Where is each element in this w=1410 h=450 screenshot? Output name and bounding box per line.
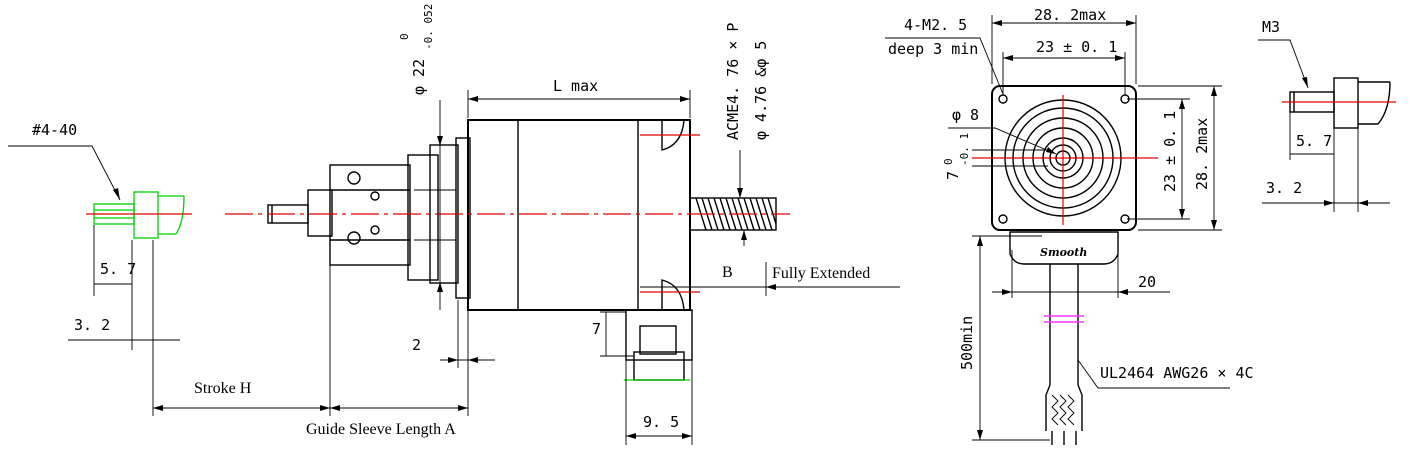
phi22-tol-lower: -0. 052 [422, 4, 435, 50]
m25-label: 4-M2. 5 [904, 16, 967, 34]
phi22-tol-upper: 0 [398, 33, 411, 40]
brand-label: Smooth [1040, 246, 1087, 259]
left-screw-detail [86, 191, 192, 239]
fully-extended-label: Fully Extended [772, 265, 870, 282]
dim-7-front: 7 [944, 171, 962, 180]
dim-5-7-left: 5. 7 [100, 260, 136, 278]
cable-label: UL2464 AWG26 × 4C [1100, 364, 1254, 382]
motor-front-view: Smooth [972, 85, 1158, 445]
dim-9-5-label: 9. 5 [643, 413, 679, 431]
height-23-label: 23 ± 0. 1 [1161, 111, 1179, 192]
actuator-side-view [225, 119, 790, 381]
phi476-label: φ 4.76 &φ 5 [752, 41, 770, 140]
m3-label: M3 [1262, 18, 1280, 36]
width-282-label: 28. 2max [1034, 6, 1106, 24]
guide-sleeve-label: Guide Sleeve Length A [306, 421, 456, 438]
right-screw-detail [1282, 77, 1396, 129]
phi22-label: φ 22 [410, 59, 428, 95]
thread-label-left: #4-40 [32, 121, 77, 139]
deep-label: deep 3 min [888, 40, 978, 58]
dim-2-label: 2 [412, 336, 421, 354]
height-282-label: 28. 2max [1193, 118, 1211, 190]
dim-7-tol-upper: 0 [942, 158, 955, 165]
stroke-label: Stroke H [194, 380, 252, 397]
lmax-label: L max [553, 77, 598, 95]
dim-3-2-left: 3. 2 [74, 316, 110, 334]
dim-7-tol-lower: -0. 1 [958, 133, 971, 166]
width-23-label: 23 ± 0. 1 [1036, 38, 1117, 56]
acme-label: ACME4. 76 × P [724, 23, 742, 140]
length-500-label: 500min [958, 316, 976, 370]
dim-5-7-right: 5. 7 [1296, 132, 1332, 150]
dim-3-2-right: 3. 2 [1266, 179, 1302, 197]
b-label: B [722, 264, 733, 281]
dim-20-label: 20 [1138, 273, 1156, 291]
dim-7-label: 7 [592, 320, 601, 338]
phi8-label: φ 8 [952, 106, 979, 124]
